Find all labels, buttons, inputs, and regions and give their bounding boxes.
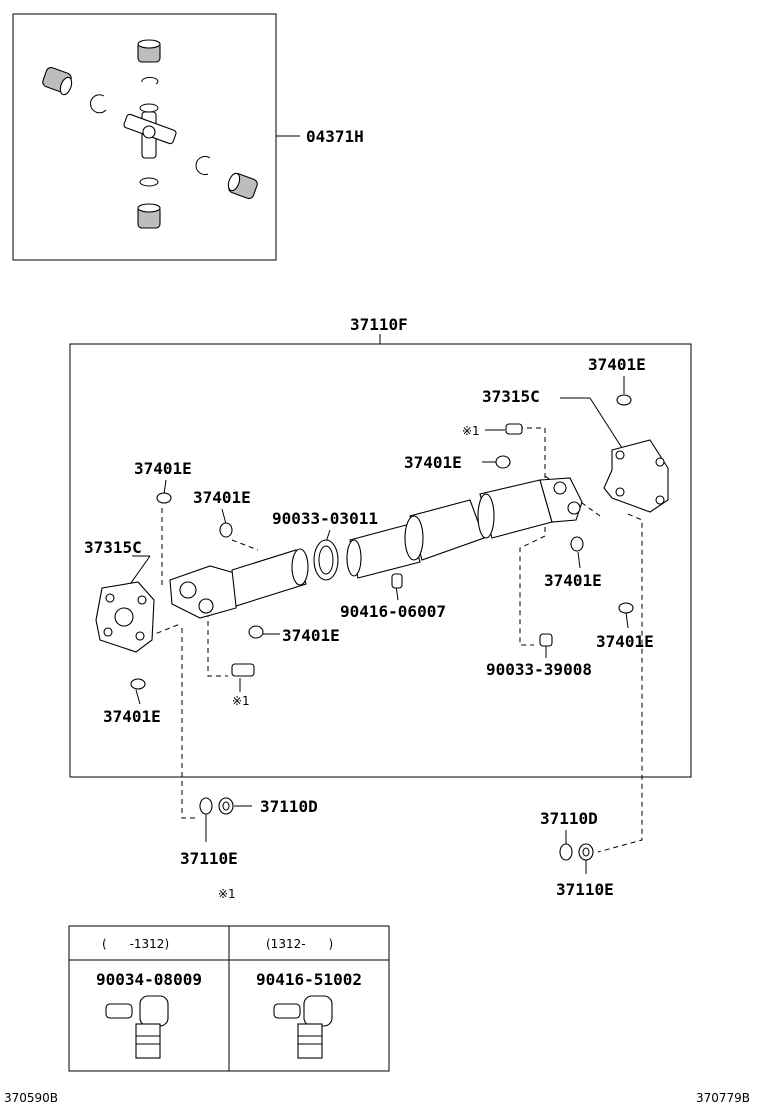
dashed-line-to-37110-left <box>181 628 198 819</box>
footer-right-code: 370779B <box>696 1091 750 1105</box>
kit-frame <box>12 13 277 261</box>
part-label-37110F[interactable]: 37110F <box>350 315 408 334</box>
part-label-37401E-right-lower[interactable]: 37401E <box>596 632 654 651</box>
seal-ring <box>313 539 339 581</box>
tube-rear <box>477 477 583 539</box>
grease-fitting-right <box>539 633 553 647</box>
snap-ring-right <box>195 156 211 175</box>
grease-fitting-angled-icon <box>105 995 169 1059</box>
part-label-37401E-left-second[interactable]: 37401E <box>193 488 251 507</box>
part-label-90033-03011[interactable]: 90033-03011 <box>272 509 378 528</box>
part-label-37401E-center-upper[interactable]: 37401E <box>404 453 462 472</box>
leader-line <box>221 508 227 525</box>
tube-front <box>231 548 309 607</box>
part-label-37315C-right[interactable]: 37315C <box>482 387 540 406</box>
dashed-line-left-flange <box>139 623 181 641</box>
flange-yoke-right <box>603 439 669 513</box>
part-label-04371H[interactable]: 04371H <box>306 127 364 146</box>
dashed-line-grease-right <box>518 427 546 646</box>
note-label-lower: ※1 <box>232 694 250 708</box>
assembly-frame <box>69 343 692 778</box>
leader-line <box>625 611 629 629</box>
table-part-col1[interactable]: 90034-08009 <box>96 970 202 989</box>
dashed-line-grease-left <box>207 612 228 677</box>
part-label-37110D-left[interactable]: 37110D <box>260 797 318 816</box>
dashed-line-left-clip <box>231 539 259 551</box>
propeller-shaft-assembly: 37110F 37401E 37315C ※1 37401E 37401E 37… <box>69 315 692 853</box>
part-label-37401E-right-mid[interactable]: 37401E <box>544 571 602 590</box>
part-label-37315C-left[interactable]: 37315C <box>84 538 142 557</box>
leader-line <box>589 397 623 449</box>
flange-yoke-left <box>95 581 155 653</box>
snap-ring-bottom <box>139 177 159 187</box>
snap-ring-clips <box>130 394 634 690</box>
part-label-37401E-left-lower[interactable]: 37401E <box>103 707 161 726</box>
bearing-cap-top <box>137 39 161 63</box>
bearing-cap-bottom <box>137 203 161 229</box>
table-note: ※1 <box>218 887 236 901</box>
bearing-cap-left <box>42 67 73 96</box>
grease-fitting-upper <box>505 423 523 435</box>
part-label-37110E-right[interactable]: 37110E <box>556 880 614 899</box>
washer-group-left <box>199 797 252 842</box>
dashed-line-to-37110-right <box>597 513 643 853</box>
washer-group-right <box>559 830 594 874</box>
part-label-90416-06007[interactable]: 90416-06007 <box>340 602 446 621</box>
grease-fitting-left <box>231 663 255 677</box>
note-label-upper: ※1 <box>462 424 480 438</box>
snap-ring-top <box>141 76 159 85</box>
footer-left-code: 370590B <box>4 1091 58 1105</box>
part-label-37110D-right[interactable]: 37110D <box>540 809 598 828</box>
leader-line <box>135 689 141 705</box>
slip-yoke-left <box>169 565 239 619</box>
grease-fitting-center <box>391 573 403 589</box>
table-header-col2: (1312- ) <box>266 937 333 951</box>
table-part-col2[interactable]: 90416-51002 <box>256 970 362 989</box>
universal-joint-kit-box: 04371H <box>12 13 364 261</box>
table-header-col1: ( -1312) <box>102 937 169 951</box>
snap-ring-top-2 <box>139 103 159 113</box>
part-label-37110E-left[interactable]: 37110E <box>180 849 238 868</box>
variant-table: ※1 ( -1312) (1312- ) 90034-08009 90416-5… <box>68 887 390 1072</box>
part-label-37401E-center-lower[interactable]: 37401E <box>282 626 340 645</box>
bearing-cap-right <box>227 172 258 199</box>
part-label-90033-39008[interactable]: 90033-39008 <box>486 660 592 679</box>
spider-cross <box>123 111 177 159</box>
leader-line <box>577 551 581 569</box>
snap-ring-left <box>89 94 107 114</box>
part-label-37401E-left-upper[interactable]: 37401E <box>134 459 192 478</box>
part-label-37401E-top-right[interactable]: 37401E <box>588 355 646 374</box>
leader-line <box>163 479 167 495</box>
grease-fitting-angled-icon-2 <box>273 995 333 1059</box>
